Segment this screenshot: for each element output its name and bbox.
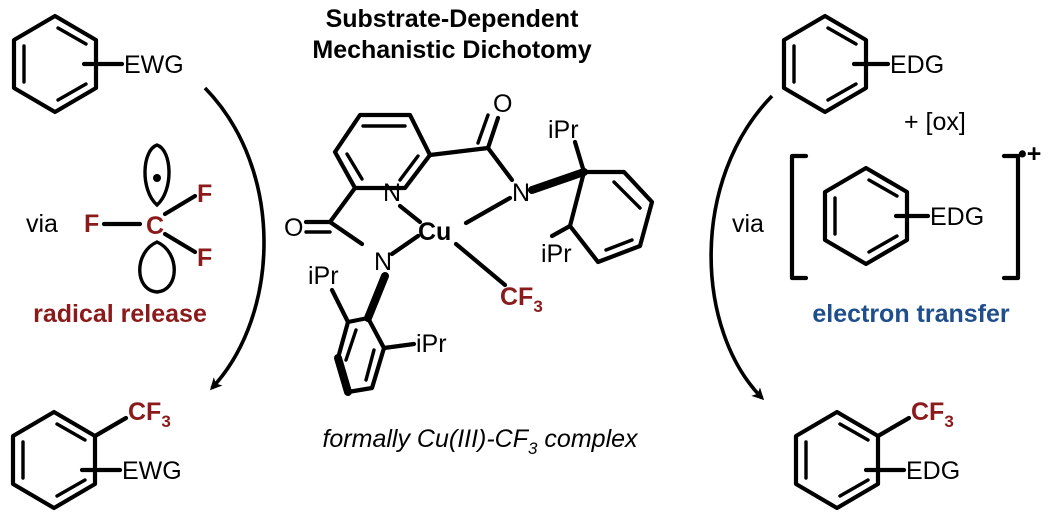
copper-complex: N O N O N Cu CF3 iPr iPr bbox=[284, 90, 655, 396]
edg-label-cation: EDG bbox=[930, 203, 984, 231]
pyridine-nitrogen: N bbox=[383, 179, 401, 207]
ewg-label-bottom: EWG bbox=[122, 457, 182, 485]
cf3-arene-edg-product: CF3 EDG bbox=[793, 398, 960, 511]
copper-cf3-group: CF3 bbox=[500, 283, 543, 316]
product-cf3-left: CF3 bbox=[128, 398, 171, 431]
radical-fluorine-top: F bbox=[197, 180, 212, 208]
isopropyl-right-bottom: iPr bbox=[541, 240, 572, 268]
amide-nitrogen-right: N bbox=[512, 179, 530, 207]
radical-electron-dot bbox=[153, 174, 161, 182]
title-line-2: Mechanistic Dichotomy bbox=[312, 36, 591, 64]
amide-nitrogen-left: N bbox=[374, 248, 392, 276]
radical-fluorine-bottom: F bbox=[197, 244, 212, 272]
benzene-ewg-reactant: EWG bbox=[11, 13, 184, 115]
product-cf3-right: CF3 bbox=[911, 398, 954, 431]
cf3-arene-ewg-product: CF3 EWG bbox=[10, 398, 182, 511]
edg-label-bottom: EDG bbox=[906, 457, 960, 485]
left-via-label: via bbox=[26, 210, 58, 238]
radical-release-label: radical release bbox=[33, 300, 207, 328]
benzene-edg-reactant: EDG bbox=[781, 13, 944, 115]
complex-caption: formally Cu(III)-CF3 complex bbox=[322, 425, 639, 458]
left-reaction-arrow bbox=[203, 86, 266, 391]
copper-atom: Cu bbox=[418, 218, 451, 246]
title-line-1: Substrate-Dependent bbox=[326, 5, 579, 33]
isopropyl-left-bottom: iPr bbox=[416, 330, 447, 358]
carbonyl-oxygen-left: O bbox=[284, 214, 303, 242]
ewg-label-top: EWG bbox=[124, 51, 184, 79]
right-reaction-arrow bbox=[709, 94, 774, 401]
electron-transfer-label: electron transfer bbox=[812, 300, 1010, 328]
isopropyl-right-top: iPr bbox=[548, 116, 579, 144]
cf3-radical: F C F F bbox=[84, 143, 212, 294]
oxidant-label: + [ox] bbox=[904, 108, 966, 136]
arene-radical-cation: EDG •+ bbox=[789, 140, 1041, 281]
carbonyl-oxygen-right: O bbox=[493, 90, 512, 118]
radical-fluorine-left: F bbox=[84, 210, 99, 238]
right-via-label: via bbox=[732, 210, 764, 238]
edg-label-top: EDG bbox=[890, 51, 944, 79]
isopropyl-left-top: iPr bbox=[308, 262, 339, 290]
radical-carbon: C bbox=[146, 212, 164, 240]
radical-cation-charge: •+ bbox=[1018, 140, 1041, 168]
